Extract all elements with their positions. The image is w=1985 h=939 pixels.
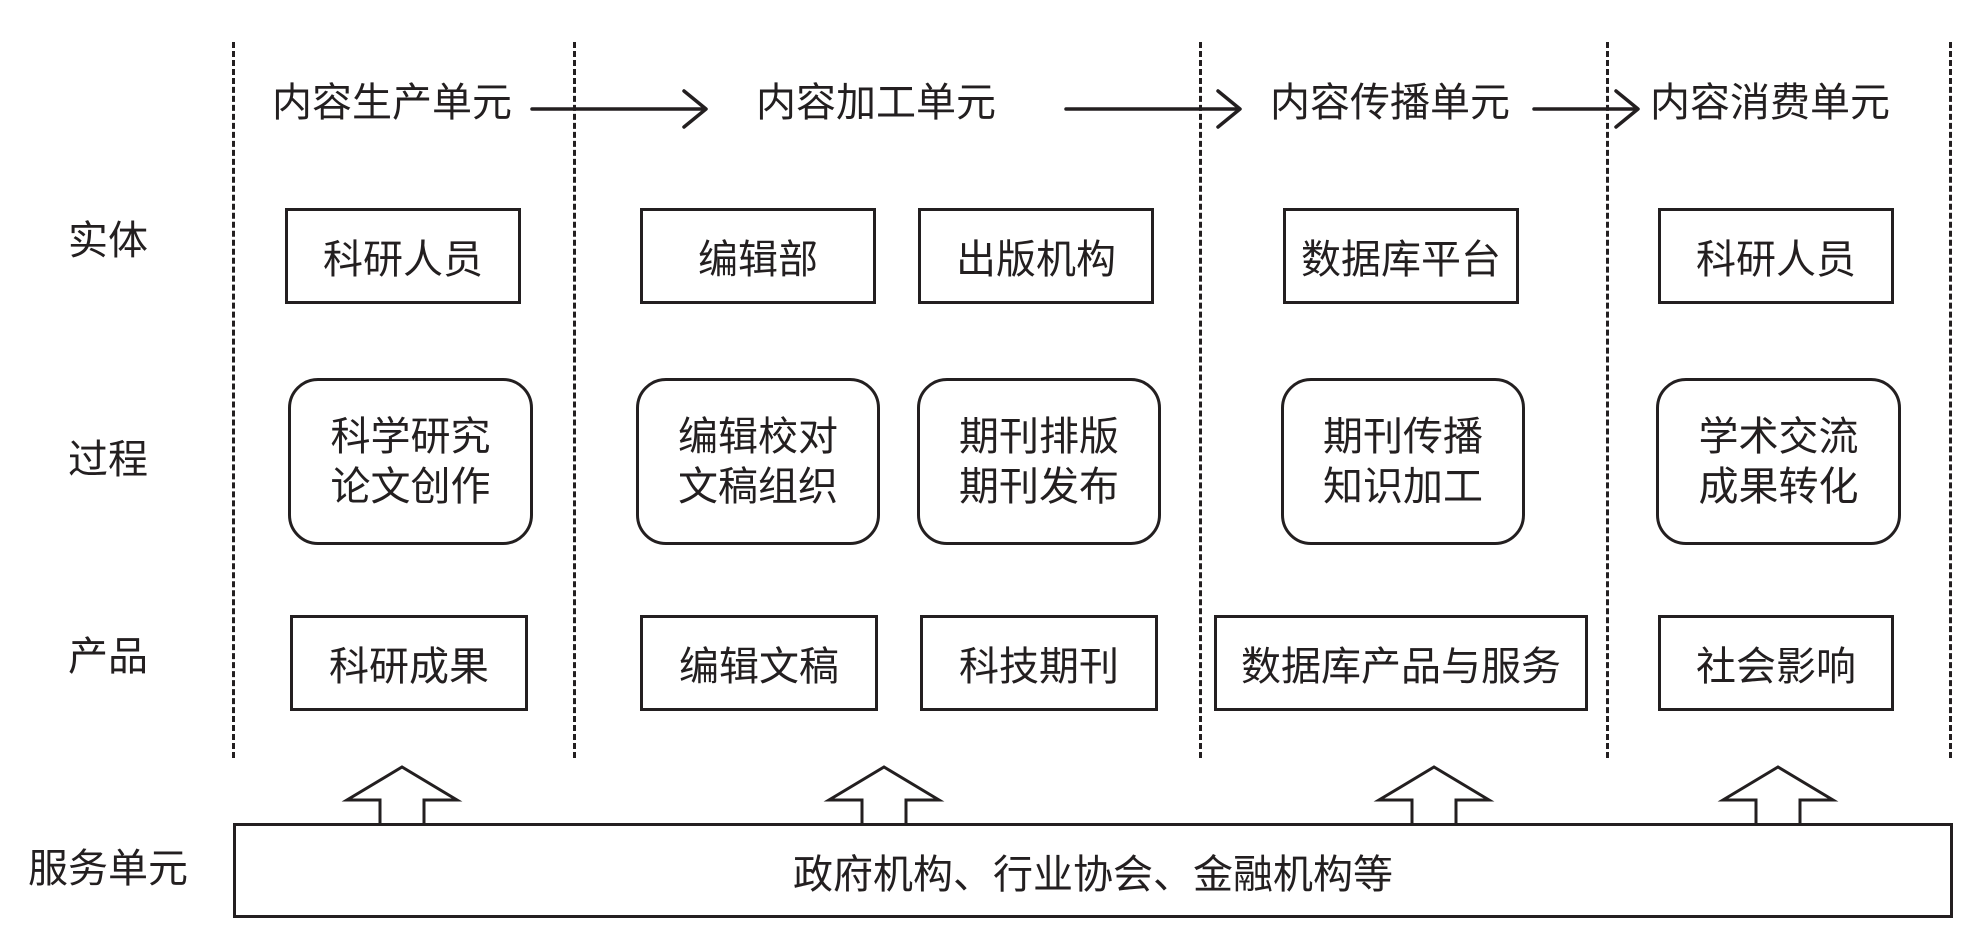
product-label: 数据库产品与服务 — [1241, 644, 1561, 690]
process-line-1: 学术交流 — [1698, 413, 1859, 460]
process-line-1: 科学研究 — [330, 413, 491, 460]
flow-arrow-processing-to-dissemination — [1064, 89, 1242, 129]
entity-box-database-platform: 数据库平台 — [1283, 208, 1519, 304]
row-label-product: 产品 — [68, 634, 148, 680]
flow-arrow-dissemination-to-consumption — [1532, 89, 1640, 129]
process-line-1: 编辑校对 — [678, 413, 838, 460]
unit-title-dissemination: 内容传播单元 — [1270, 80, 1510, 126]
entity-box-editorial-department: 编辑部 — [640, 208, 876, 304]
column-divider — [573, 42, 576, 758]
entity-box-researchers-consumer: 科研人员 — [1658, 208, 1894, 304]
entity-label: 出版机构 — [956, 237, 1116, 283]
process-line-2: 知识加工 — [1323, 463, 1483, 510]
product-box-sci-tech-journal: 科技期刊 — [920, 615, 1158, 711]
product-box-social-impact: 社会影响 — [1658, 615, 1894, 711]
row-label-service: 服务单元 — [28, 846, 188, 892]
process-line-2: 论文创作 — [330, 463, 491, 510]
product-label: 编辑文稿 — [679, 644, 839, 690]
product-box-edited-manuscript: 编辑文稿 — [640, 615, 878, 711]
entity-label: 编辑部 — [698, 237, 818, 283]
product-box-database-products: 数据库产品与服务 — [1214, 615, 1588, 711]
unit-title-consumption: 内容消费单元 — [1650, 80, 1890, 126]
support-arrow-up-icon — [1717, 765, 1839, 824]
product-label: 科研成果 — [329, 644, 489, 690]
entity-label: 科研人员 — [323, 237, 483, 283]
product-label: 科技期刊 — [959, 644, 1119, 690]
support-arrow-up-icon — [341, 765, 463, 824]
process-box-editing: 编辑校对 文稿组织 — [636, 378, 880, 545]
entity-label: 数据库平台 — [1301, 237, 1501, 283]
entity-box-researchers: 科研人员 — [285, 208, 521, 304]
process-line-2: 成果转化 — [1698, 463, 1859, 510]
process-box-dissemination: 期刊传播 知识加工 — [1281, 378, 1525, 545]
service-text: 政府机构、行业协会、金融机构等 — [793, 851, 1393, 898]
row-label-process: 过程 — [68, 437, 148, 483]
unit-title-processing: 内容加工单元 — [756, 80, 996, 126]
service-box: 政府机构、行业协会、金融机构等 — [233, 823, 1953, 918]
process-line-2: 文稿组织 — [678, 463, 838, 510]
column-divider — [232, 42, 235, 758]
flow-arrow-production-to-processing — [530, 89, 708, 129]
row-label-entity: 实体 — [68, 218, 148, 264]
support-arrow-up-icon — [1373, 765, 1495, 824]
process-box-exchange: 学术交流 成果转化 — [1656, 378, 1901, 545]
support-arrow-up-icon — [823, 765, 945, 824]
process-line-2: 期刊发布 — [959, 463, 1119, 510]
product-label: 社会影响 — [1696, 644, 1856, 690]
process-line-1: 期刊传播 — [1323, 413, 1483, 460]
process-box-typesetting: 期刊排版 期刊发布 — [917, 378, 1161, 545]
entity-box-publisher: 出版机构 — [918, 208, 1154, 304]
unit-title-production: 内容生产单元 — [272, 80, 512, 126]
column-divider — [1199, 42, 1202, 758]
column-divider — [1949, 42, 1952, 758]
entity-label: 科研人员 — [1696, 237, 1856, 283]
process-line-1: 期刊排版 — [959, 413, 1119, 460]
process-box-research: 科学研究 论文创作 — [288, 378, 533, 545]
column-divider — [1606, 42, 1609, 758]
product-box-research-results: 科研成果 — [290, 615, 528, 711]
